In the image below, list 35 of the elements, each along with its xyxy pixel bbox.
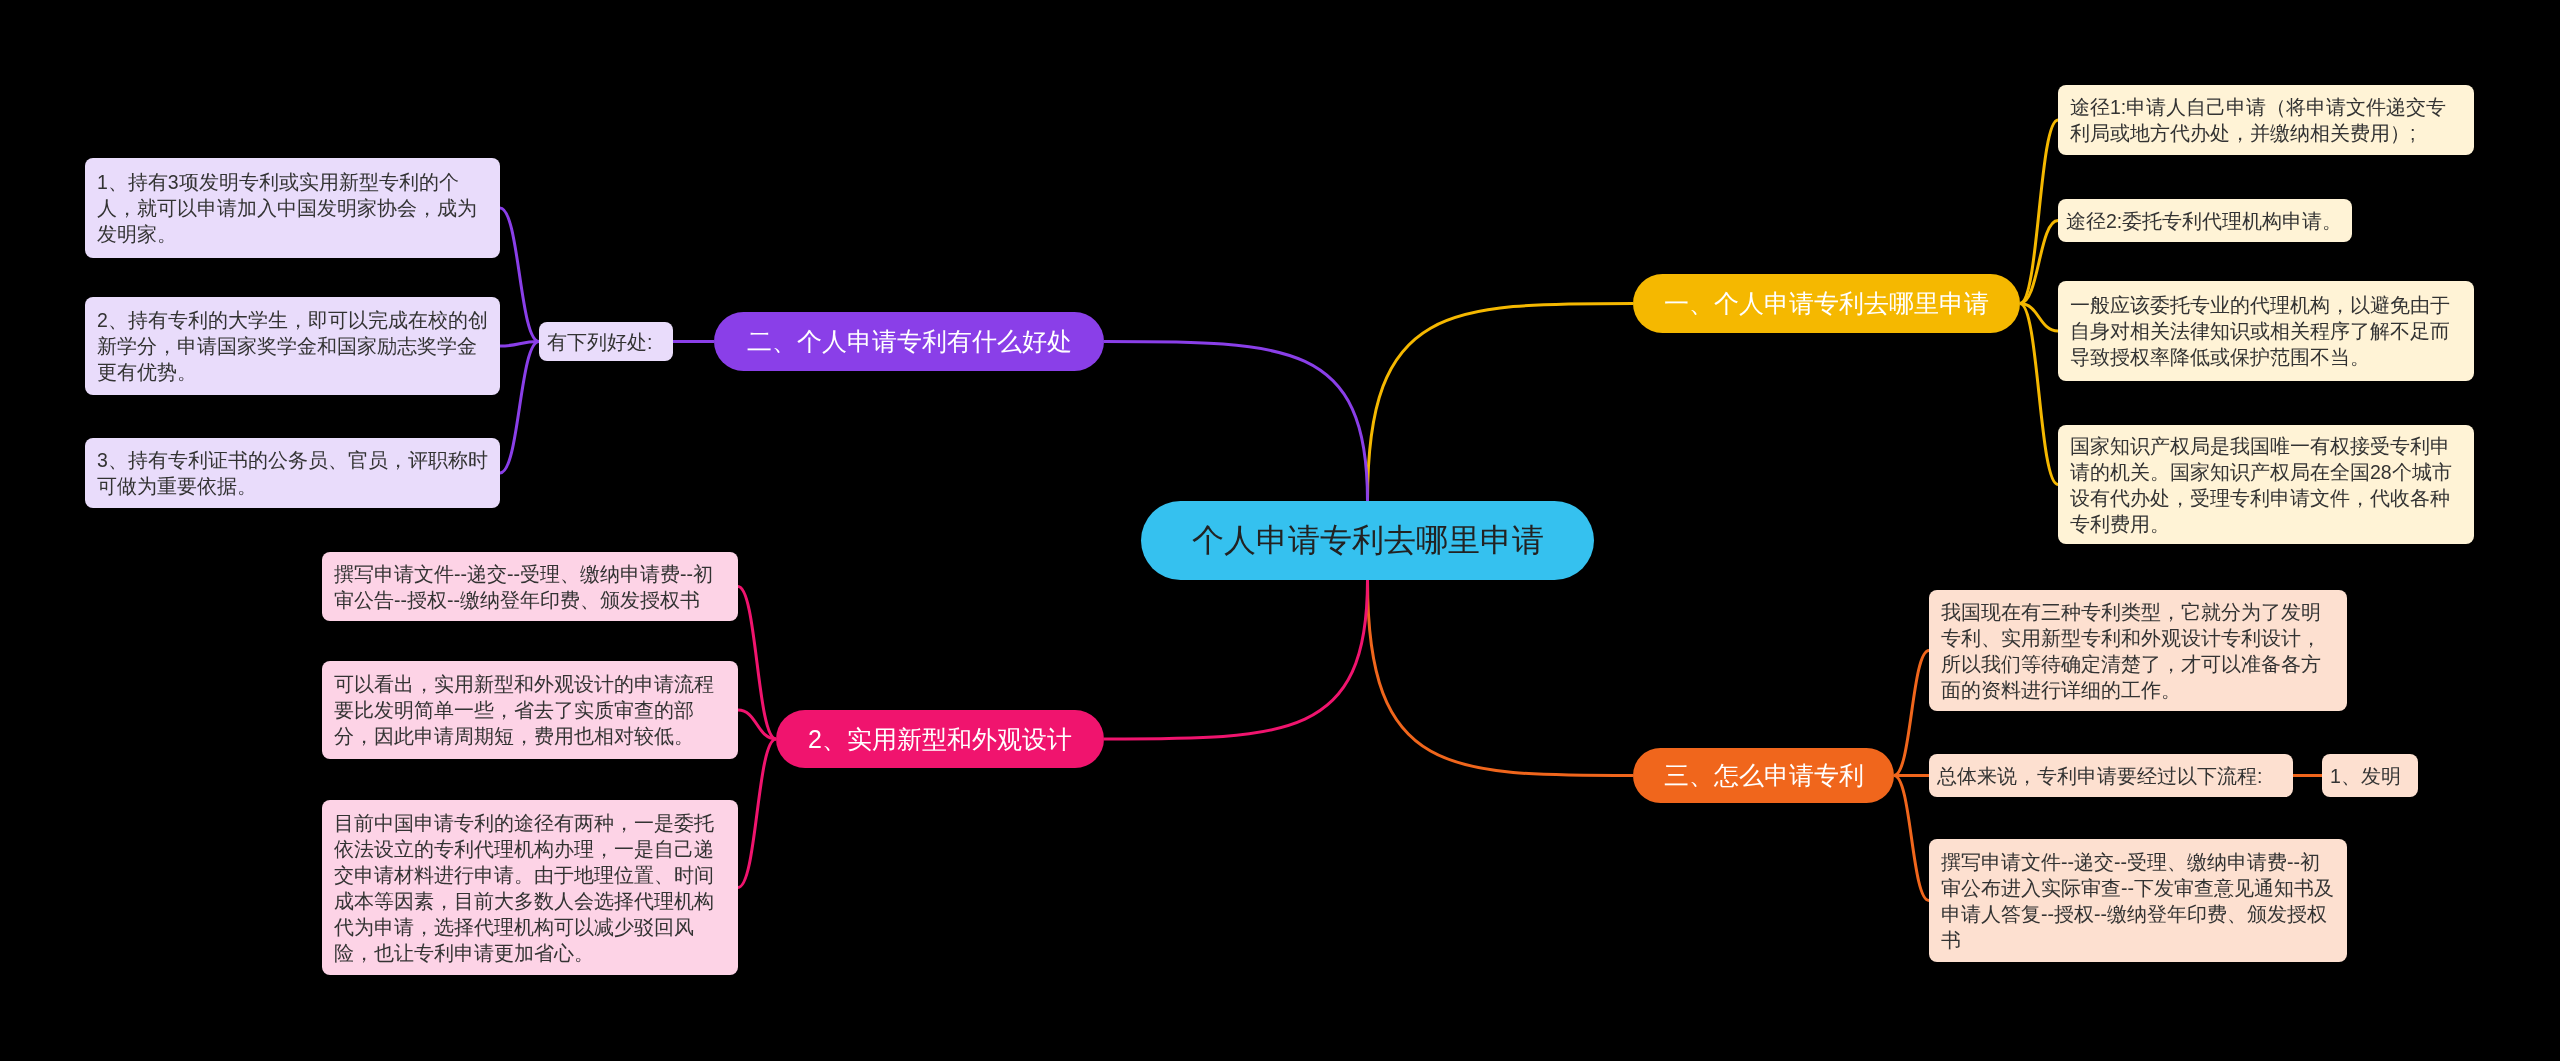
subtopic-box: 我国现在有三种专利类型，它就分为了发明专利、实用新型专利和外观设计专利设计，所以我们等待确定清楚了，才可以准备各方面的资料进行详细的工作。 bbox=[1929, 590, 2347, 711]
branch-topic: 二、个人申请专利有什么好处 bbox=[714, 312, 1104, 371]
subtopic-box: 有下列好处: bbox=[539, 322, 673, 361]
connector-line bbox=[673, 340, 714, 343]
connector-line bbox=[499, 340, 540, 475]
connector-line bbox=[499, 206, 540, 343]
connector-line bbox=[2293, 774, 2322, 777]
connector-line bbox=[737, 737, 777, 889]
connector-line bbox=[499, 340, 540, 348]
connector-line bbox=[2019, 302, 2059, 333]
subtopic-box: 途径1:申请人自己申请（将申请文件递交专利局或地方代办处，并缴纳相关费用）; bbox=[2058, 85, 2474, 155]
branch-topic: 一、个人申请专利去哪里申请 bbox=[1633, 274, 2020, 333]
subtopic-box: 可以看出，实用新型和外观设计的申请流程要比发明简单一些，省去了实质审查的部分，因此申请周期短，费用也相对较低。 bbox=[322, 661, 738, 759]
subtopic-box: 2、持有专利的大学生，即可以完成在校的创新学分，申请国家奖学金和国家励志奖学金更有优势。 bbox=[85, 297, 500, 395]
connector-line bbox=[2019, 118, 2059, 305]
branch-topic: 三、怎么申请专利 bbox=[1633, 748, 1894, 803]
connector-line bbox=[1893, 774, 1930, 902]
subtopic-box: 总体来说，专利申请要经过以下流程: bbox=[1929, 754, 2293, 797]
connector-line bbox=[1104, 579, 1369, 741]
subtopic-box: 目前中国申请专利的途径有两种，一是委托依法设立的专利代理机构办理，一是自己递交申请材料进行申请。由于地理位置、时间成本等因素，目前大多数人会选择代理机构代为申请，选择代理机构可以减少驳回风险，也让专利申请更加省心。 bbox=[322, 800, 738, 975]
connector-line bbox=[2019, 302, 2059, 486]
subtopic-box: 一般应该委托专业的代理机构，以避免由于自身对相关法律知识或相关程序了解不足而导致授权率降低或保护范围不当。 bbox=[2058, 281, 2474, 381]
subtopic-box: 途径2:委托专利代理机构申请。 bbox=[2058, 199, 2352, 242]
subtopic-box: 撰写申请文件--递交--受理、缴纳申请费--初审公布进入实际审查--下发审查意见通知书及申请人答复--授权--缴纳登年印费、颁发授权书 bbox=[1929, 839, 2347, 962]
connector-line bbox=[1894, 774, 1929, 777]
subtopic-box: 1、持有3项发明专利或实用新型专利的个人，就可以申请加入中国发明家协会，成为发明家。 bbox=[85, 158, 500, 258]
connector-line bbox=[1893, 649, 1930, 777]
branch-topic: 2、实用新型和外观设计 bbox=[776, 710, 1104, 768]
subtopic-box: 1、发明 bbox=[2322, 754, 2418, 797]
central-topic: 个人申请专利去哪里申请 bbox=[1141, 501, 1594, 580]
connector-line bbox=[2019, 219, 2059, 305]
subtopic-box: 撰写申请文件--递交--受理、缴纳申请费--初审公告--授权--缴纳登年印费、颁发授权书 bbox=[322, 552, 738, 621]
connector-line bbox=[1104, 340, 1369, 502]
subtopic-box: 国家知识产权局是我国唯一有权接受专利申请的机关。国家知识产权局在全国28个城市设有代办处，受理专利申请文件，代收各种专利费用。 bbox=[2058, 425, 2474, 544]
subtopic-box: 3、持有专利证书的公务员、官员，评职称时可做为重要依据。 bbox=[85, 438, 500, 508]
